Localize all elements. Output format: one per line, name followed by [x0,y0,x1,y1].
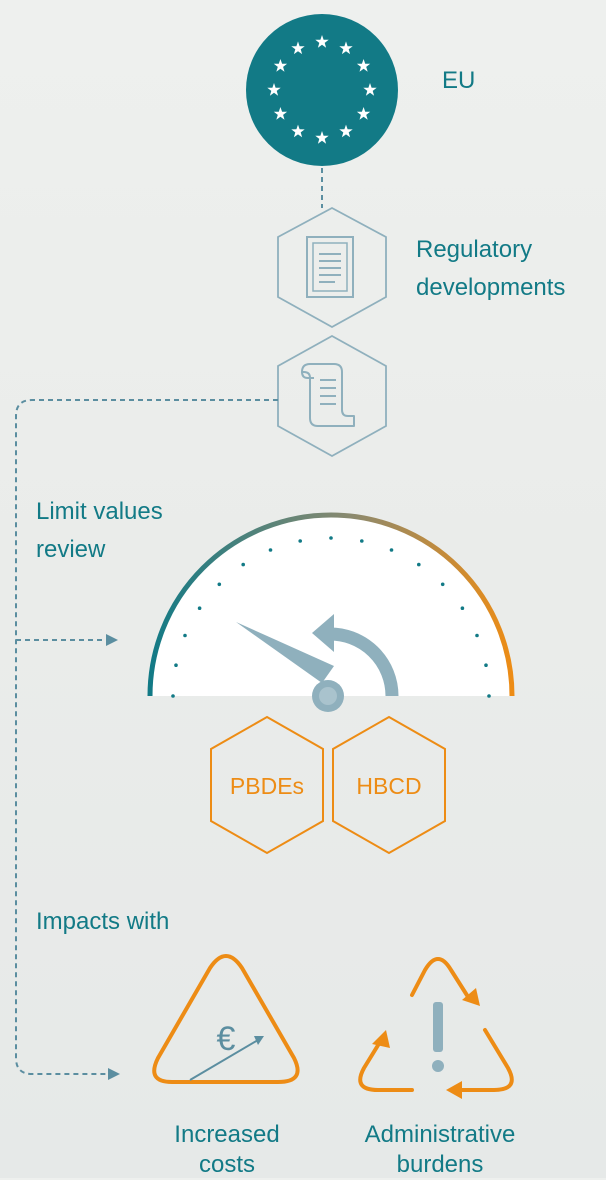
pbdes-hexagon [210,715,324,855]
arrowhead-impacts [108,1068,120,1080]
eu-star-icon [363,83,377,96]
gauge-tick-dot [197,606,202,610]
gauge-tick-dot [389,548,394,552]
impacts-heading: Impacts with [36,908,170,935]
substance-hbcd: HBCD [356,773,422,799]
regulatory-label: Regulatory developments [416,231,565,307]
eu-star-icon [315,131,329,144]
eu-star-icon [267,83,281,96]
limit-values-line2: review [36,536,106,563]
gauge-tick-dot [487,694,491,698]
limit-values-label: Limit values review [36,493,163,569]
regulatory-label-line2: developments [416,274,566,301]
recycle-warning-icon [358,957,514,1099]
increased-costs-line1: Increased [174,1121,280,1148]
administrative-burdens-line2: burdens [396,1151,484,1178]
limit-values-line1: Limit values [36,498,163,525]
eu-star-icon [339,41,353,55]
gauge-tick-dot [484,663,488,667]
eu-star-icon [356,107,371,120]
eu-star-icon [291,41,305,55]
eu-label: EU [442,67,476,94]
eu-star-icon [339,124,353,138]
hbcd-hexagon [332,715,446,855]
administrative-burdens-line1: Administrative [364,1121,516,1148]
document-icon [277,206,387,329]
regulatory-label-line1: Regulatory [416,236,533,263]
euro-cost-icon: € [152,954,300,1084]
increased-costs-label: Increased costs [142,1120,312,1180]
gauge-tick-dot [298,539,303,543]
gauge-tick-dot [174,663,178,667]
flow-dashed-line [15,399,278,1075]
substance-pbdes: PBDEs [229,773,305,799]
gauge-tick-dot [268,548,273,552]
administrative-burdens-label: Administrative burdens [338,1120,542,1180]
gauge-icon [147,512,515,712]
scroll-icon [277,334,387,458]
gauge-tick-dot [329,536,333,540]
increased-costs-line2: costs [198,1151,255,1178]
svg-text:€: € [217,1020,236,1058]
eu-star-icon [273,107,288,120]
eu-star-icon [291,124,305,138]
gauge-tick-dot [241,562,245,567]
gauge-tick-dot [440,582,445,587]
gauge-tick-dot [171,694,175,698]
eu-star-icon [273,59,288,72]
gauge-tick-dot [183,633,187,638]
gauge-tick-dot [360,539,364,543]
eu-star-icon [356,59,371,72]
gauge-tick-dot [460,606,465,610]
gauge-tick-dot [475,633,479,638]
eu-flag-icon [246,14,398,166]
arrowhead-gauge [106,634,118,646]
eu-star-icon [315,35,329,48]
gauge-tick-dot [217,582,222,587]
gauge-tick-dot [417,562,421,567]
